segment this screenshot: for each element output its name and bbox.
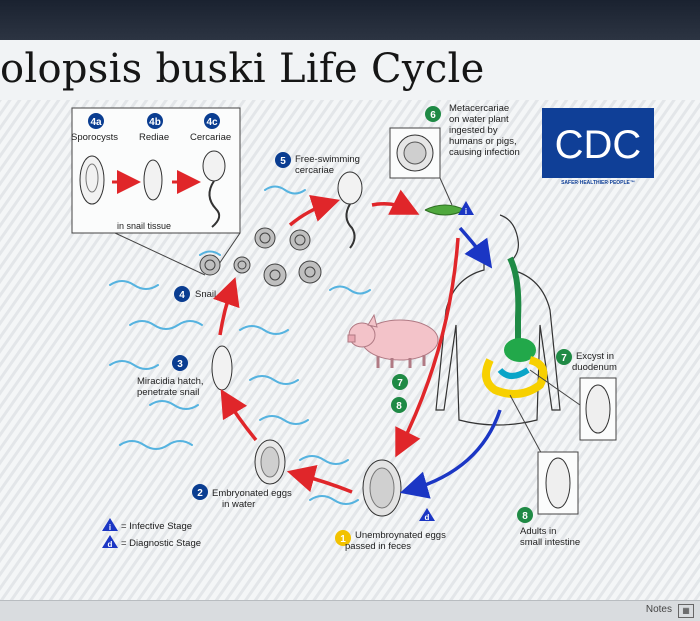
- stage-5-badge: 5: [275, 152, 291, 168]
- svg-text:6: 6: [430, 110, 436, 121]
- infective-legend-label: = Infective Stage: [121, 521, 192, 532]
- view-icon[interactable]: ▦: [678, 604, 694, 618]
- status-bar: Notes ▦: [0, 600, 700, 621]
- stage-1-label-line2: passed in feces: [345, 541, 411, 552]
- stage-3-label-line1: Miracidia hatch,: [137, 376, 204, 387]
- intestine-icon: [482, 356, 548, 398]
- svg-text:5: 5: [280, 156, 286, 167]
- water-waves: [109, 185, 371, 505]
- svg-text:3: 3: [177, 359, 183, 370]
- stage-6-label-line1: Metacercariae: [449, 103, 509, 114]
- svg-text:d: d: [108, 540, 113, 549]
- stage-2-label-line2: in water: [222, 499, 255, 510]
- stage-6-label-line4: humans or pigs,: [449, 136, 517, 147]
- stage-2-badge: 2: [192, 484, 208, 500]
- stage-7-badge: 7: [556, 349, 572, 365]
- svg-text:2: 2: [197, 488, 203, 499]
- infective-stage-marker: i: [458, 201, 474, 216]
- svg-text:8: 8: [522, 511, 528, 522]
- free-cercaria-icon: [337, 171, 363, 249]
- miracidium-icon: [211, 345, 233, 391]
- diagnostic-stage-marker: d: [419, 508, 435, 522]
- diagnostic-legend-icon: [102, 535, 118, 548]
- legend: i = Infective Stage d = Diagnostic Stage: [102, 518, 201, 549]
- svg-text:i: i: [109, 523, 111, 532]
- cdc-logo: CDC SAFER·HEALTHIER·PEOPLE™: [542, 108, 654, 186]
- cycle-7-badge: 7: [392, 374, 408, 390]
- adult-fluke-icon: [545, 457, 571, 509]
- stage-4c-label: Cercariae: [190, 132, 231, 143]
- svg-text:4b: 4b: [149, 117, 161, 128]
- cycle-8-badge: 8: [391, 397, 407, 413]
- svg-text:i: i: [465, 207, 467, 216]
- svg-text:d: d: [425, 513, 430, 522]
- snail-icon-group: [199, 227, 322, 287]
- svg-text:4: 4: [179, 290, 185, 301]
- rediae-icon: [143, 159, 163, 201]
- stage-4a-label: Sporocysts: [71, 132, 118, 143]
- digestive-tract-icon: [507, 256, 522, 343]
- slide-title: olopsis buski Life Cycle: [0, 46, 485, 92]
- svg-text:7: 7: [561, 353, 567, 364]
- stage-2-label-line1: Embryonated eggs: [212, 488, 292, 499]
- pig-icon: [347, 313, 439, 368]
- stage-1-badge: 1: [335, 530, 351, 546]
- tissue-pointer-line: [114, 232, 206, 276]
- stage-4a-badge: 4a: [88, 113, 104, 129]
- stage-6-badge: 6: [425, 106, 441, 122]
- svg-text:4c: 4c: [206, 117, 218, 128]
- window-top-bar: [0, 0, 700, 40]
- snail-tissue-label: in snail tissue: [117, 221, 171, 231]
- stage-6-label-line3: ingested by: [449, 125, 498, 136]
- stage-7-label-line2: duodenum: [572, 362, 617, 373]
- stage-3-label-line2: penetrate snail: [137, 387, 199, 398]
- svg-text:1: 1: [340, 534, 346, 545]
- stage-4b-badge: 4b: [147, 113, 163, 129]
- stage-1-label-line1: Unembroynated eggs: [355, 530, 446, 541]
- svg-text:CDC: CDC: [555, 123, 642, 167]
- svg-text:SAFER·HEALTHIER·PEOPLE™: SAFER·HEALTHIER·PEOPLE™: [561, 180, 635, 186]
- stage-8-badge: 8: [517, 507, 533, 523]
- svg-text:4a: 4a: [90, 117, 102, 128]
- human-figure-icon: [435, 214, 561, 426]
- stage-5-label-line1: Free-swimming: [295, 154, 360, 165]
- stage-5-label-line2: cercariae: [295, 165, 334, 176]
- svg-text:8: 8: [396, 401, 402, 412]
- stage-6-label-line5: causing infection: [449, 147, 520, 158]
- stage-6-label-line2: on water plant: [449, 114, 509, 125]
- sporocyst-icon: [79, 155, 105, 205]
- stage-7-label-line1: Excyst in: [576, 351, 614, 362]
- infective-legend-icon: [102, 518, 118, 531]
- stage-4-label: Snail: [195, 289, 216, 300]
- stage-4b-label: Rediae: [139, 132, 169, 143]
- stage-8-label-line1: Adults in: [520, 526, 556, 537]
- excysted-fluke-icon: [585, 384, 611, 434]
- diagnostic-legend-label: = Diagnostic Stage: [121, 538, 201, 549]
- stage-4-badge: 4: [174, 286, 190, 302]
- cercariae-icon: [202, 150, 226, 228]
- stage-4c-badge: 4c: [204, 113, 220, 129]
- stage-3-badge: 3: [172, 355, 188, 371]
- svg-text:7: 7: [397, 378, 403, 389]
- notes-button[interactable]: Notes: [645, 604, 672, 615]
- stomach-icon: [504, 338, 536, 362]
- cycle-arrows: [213, 189, 502, 499]
- stage-8-label-line2: small intestine: [520, 537, 580, 548]
